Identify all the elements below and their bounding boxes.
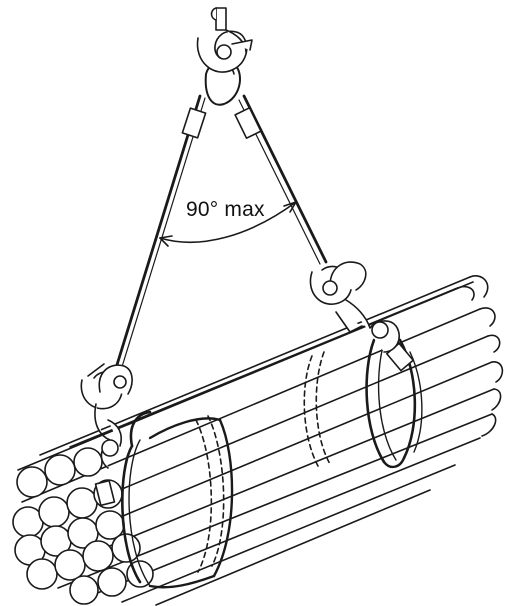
right-sling-hook [309, 261, 400, 353]
rod-far-ends [454, 275, 504, 437]
angle-arrow-left [159, 235, 173, 247]
ferrule-top-left [181, 107, 207, 139]
angle-indicator [159, 201, 297, 247]
ferrule-top-right [234, 107, 262, 139]
pipe-bundle [12, 275, 504, 606]
top-hook [196, 7, 253, 73]
ferrules [94, 107, 414, 507]
rod-near-ends [12, 447, 154, 605]
angle-arrow-right [283, 201, 297, 213]
angle-label: 90° max [186, 198, 265, 221]
angle-arc [159, 201, 297, 244]
left-sling-hook [80, 363, 133, 469]
left-choker-wrap [121, 410, 234, 589]
ferrule-left-bottom [94, 479, 116, 507]
